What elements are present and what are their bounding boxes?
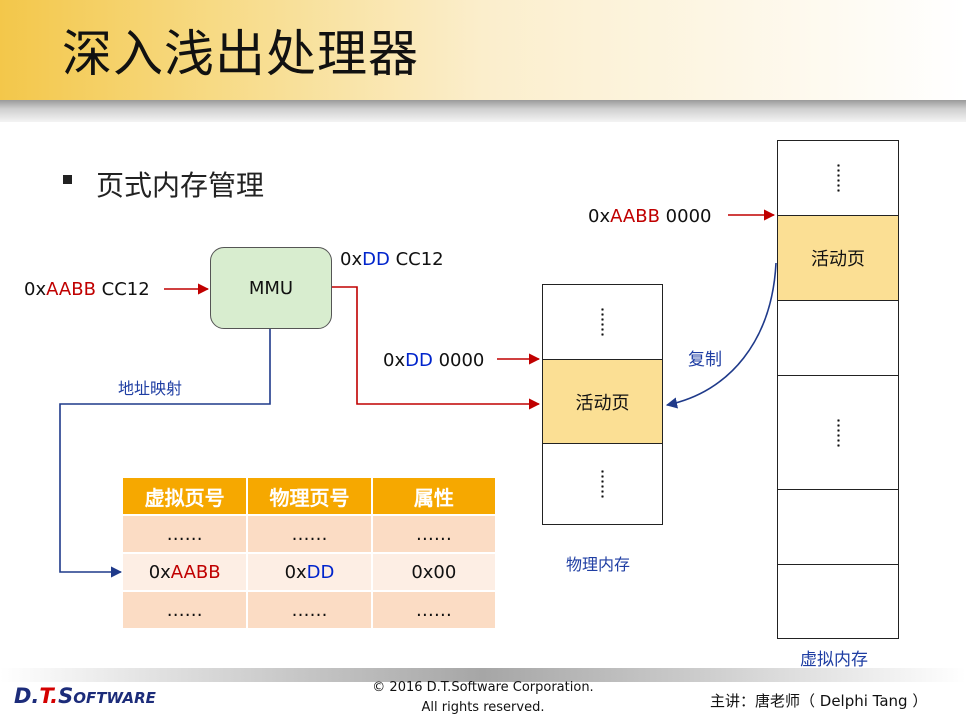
- virtual-memory: 活动页: [777, 140, 899, 639]
- slide-title: 深入浅出处理器: [62, 25, 419, 83]
- physical-page-cell: ……: [247, 590, 373, 628]
- virtual-active-page: 活动页: [778, 216, 898, 301]
- address-mapping-label: 地址映射: [118, 379, 183, 398]
- mmu-output-arrow: [331, 286, 541, 410]
- slide-subtitle: 页式内存管理: [96, 169, 265, 202]
- physical-memory-label: 物理内存: [566, 555, 631, 574]
- virtual-base-address-label: 0xAABB 0000: [588, 206, 712, 227]
- input-address-label: 0xAABB CC12: [24, 279, 150, 300]
- copyright-line: All rights reserved.: [421, 700, 545, 715]
- active-page-label: 活动页: [811, 249, 865, 270]
- copyright-line: © 2016 D.T.Software Corporation.: [372, 680, 594, 695]
- virtual-page-middle: [778, 376, 898, 490]
- virtual-page: [778, 490, 898, 565]
- copy-arrow: [665, 262, 777, 409]
- virtual-page-cell: ……: [123, 514, 249, 553]
- virtual-page-cell: ……: [123, 590, 249, 628]
- physical-page-upper: [543, 285, 662, 360]
- virtual-page: [778, 565, 898, 638]
- physical-page-cell: 0xDD: [247, 552, 373, 591]
- table-row: 0xAABB 0xDD 0x00: [123, 552, 498, 591]
- table-header-row: 虚拟页号 物理页号 属性: [123, 478, 498, 515]
- ellipsis-icon: [601, 469, 604, 499]
- title-shadow: [0, 100, 966, 122]
- column-header: 物理页号: [247, 478, 373, 515]
- mmu-box: MMU: [210, 247, 332, 329]
- output-address-label: 0xDD CC12: [340, 249, 444, 270]
- copyright: © 2016 D.T.Software Corporation. All rig…: [300, 678, 666, 718]
- attribute-cell: ……: [371, 514, 498, 553]
- table-row: …… …… ……: [123, 514, 498, 553]
- physical-base-address-label: 0xDD 0000: [383, 350, 485, 371]
- physical-page-lower: [543, 444, 662, 524]
- footer-divider: [0, 668, 966, 682]
- page-table: 虚拟页号 物理页号 属性 …… …… …… 0xAABB 0xDD 0x00 ……: [123, 478, 498, 628]
- virtual-page: [778, 301, 898, 376]
- column-header: 虚拟页号: [123, 478, 249, 515]
- ellipsis-icon: [601, 307, 604, 337]
- column-header: 属性: [371, 478, 498, 515]
- attribute-cell: 0x00: [371, 552, 498, 591]
- title-bar: [0, 0, 966, 100]
- virtual-memory-label: 虚拟内存: [800, 650, 868, 670]
- copy-label: 复制: [688, 350, 722, 370]
- address-mapping-arrow: [59, 328, 271, 578]
- lecturer-label: 主讲：唐老师（ Delphi Tang ）: [710, 692, 928, 710]
- bullet-icon: [63, 175, 72, 184]
- mmu-label: MMU: [248, 277, 294, 299]
- physical-memory: 活动页: [542, 284, 663, 525]
- physical-active-page: 活动页: [543, 360, 662, 444]
- virtual-page-top: [778, 141, 898, 216]
- attribute-cell: ……: [371, 590, 498, 628]
- dt-software-logo: D.T.SOFTWARE: [14, 684, 156, 708]
- ellipsis-icon: [836, 417, 840, 448]
- virtual-page-cell: 0xAABB: [123, 552, 249, 591]
- physical-page-cell: ……: [247, 514, 373, 553]
- ellipsis-icon: [836, 163, 840, 193]
- active-page-label: 活动页: [575, 392, 630, 414]
- table-row: …… …… ……: [123, 590, 498, 628]
